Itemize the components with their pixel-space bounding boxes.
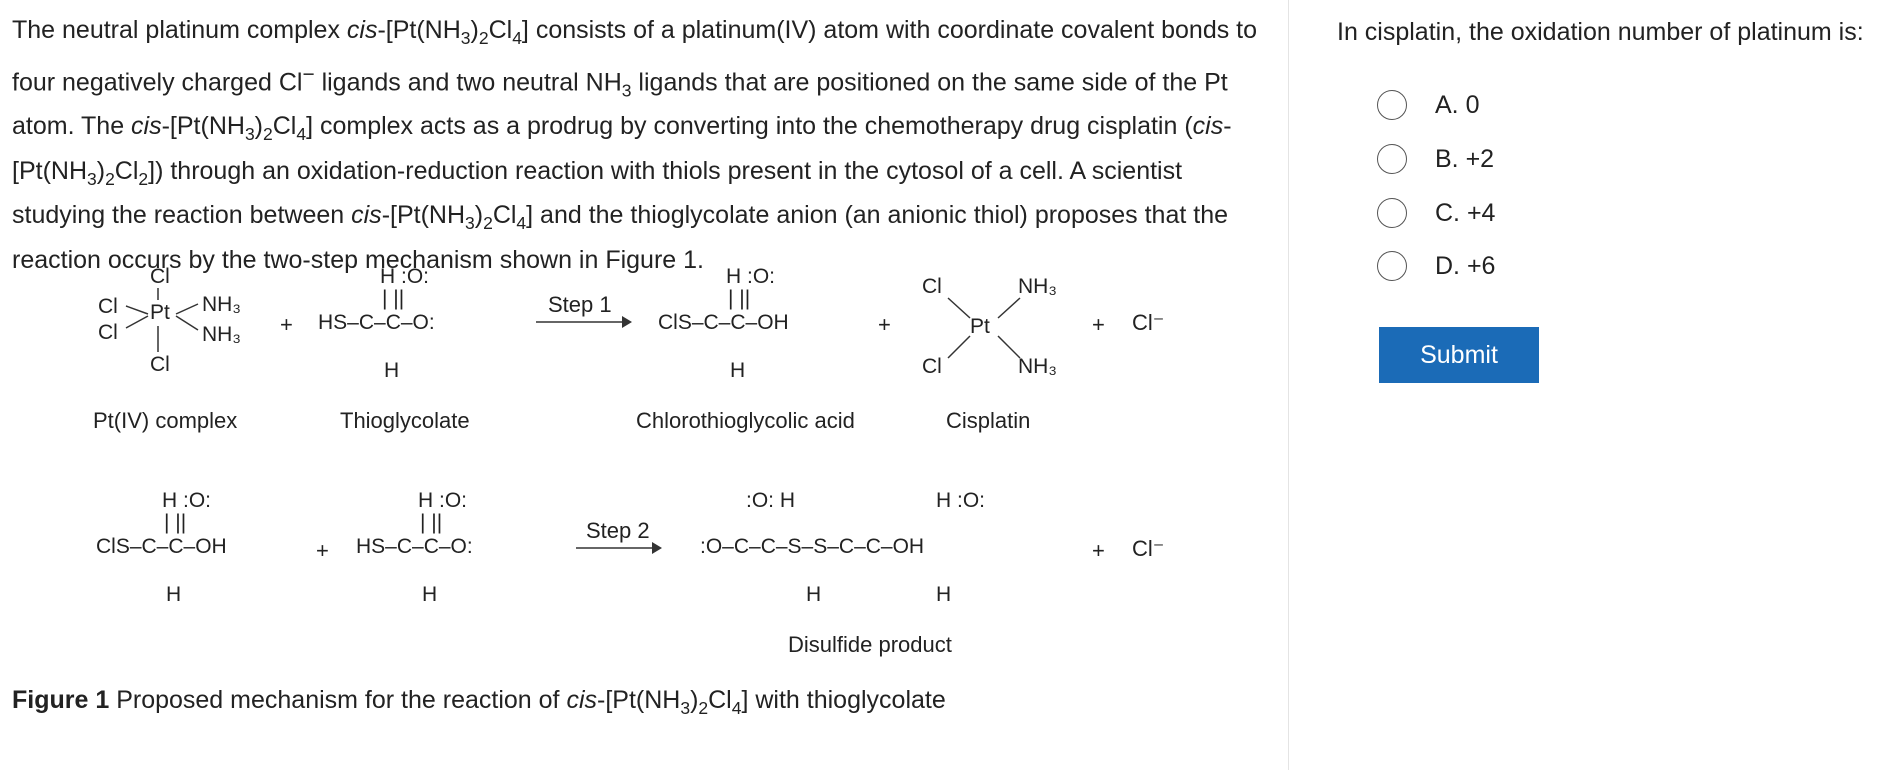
option-d[interactable]: D. +6	[1377, 251, 1495, 281]
passage-paragraph: The neutral platinum complex cis-[Pt(NH3…	[12, 16, 1258, 274]
plus-sign: +	[878, 312, 891, 337]
chloride-ion: Cl⁻	[1132, 310, 1165, 335]
passage-pane: The neutral platinum complex cis-[Pt(NH3…	[12, 0, 1289, 770]
cisplatin-bonds	[947, 297, 1021, 359]
option-c[interactable]: C. +4	[1377, 198, 1495, 228]
chlorothioglycolic-acid-structure: H :O: | || ClS–C–C–OH H	[658, 265, 789, 382]
caption-cisplatin: Cisplatin	[946, 408, 1031, 433]
plus-sign: +	[1092, 312, 1105, 337]
pt-complex-bonds	[125, 288, 199, 352]
pt-complex-structure: Cl Cl Pt Cl Cl NH₃ NH₃	[98, 266, 258, 386]
caption-thioglycolate: Thioglycolate	[340, 408, 470, 433]
step1-label: Step 1	[548, 292, 612, 317]
chloride-ion: Cl⁻	[1132, 536, 1165, 561]
caption-chlorothioglycolic-acid: Chlorothioglycolic acid	[636, 408, 855, 433]
thioglycolate-reactant-structure: H :O: | || HS–C–C–O: H	[356, 489, 473, 606]
question-prompt: In cisplatin, the oxidation number of pl…	[1337, 18, 1864, 46]
radio-button[interactable]	[1377, 90, 1407, 120]
caption-disulfide-product: Disulfide product	[788, 632, 952, 657]
disulfide-product-structure: :O: H H :O: :O–C–C–S–S–C–C–OH H H	[700, 489, 986, 606]
step2-arrow-icon	[576, 542, 662, 554]
plus-sign: +	[1092, 538, 1105, 563]
option-label: D. +6	[1435, 251, 1496, 280]
option-label: A. 0	[1435, 90, 1480, 119]
option-label: C. +4	[1435, 198, 1496, 227]
option-a[interactable]: A. 0	[1377, 90, 1479, 120]
step1-arrow-icon	[536, 316, 632, 328]
option-b[interactable]: B. +2	[1377, 144, 1494, 174]
figure-title: Figure 1 Proposed mechanism for the reac…	[12, 686, 946, 718]
passage-text: The neutral platinum complex cis-[Pt(NH3…	[12, 12, 1272, 278]
plus-sign: +	[280, 312, 293, 337]
cisplatin-structure: Cl NH₃ Pt Cl NH₃	[922, 272, 1072, 382]
radio-button[interactable]	[1377, 144, 1407, 174]
submit-button[interactable]: Submit	[1379, 327, 1539, 383]
caption-pt-complex: Pt(IV) complex	[93, 408, 238, 433]
option-label: B. +2	[1435, 144, 1495, 173]
step2-label: Step 2	[586, 518, 650, 543]
thioglycolate-structure: H :O: | || HS–C–C–O: H	[318, 265, 435, 382]
plus-sign: +	[316, 538, 329, 563]
chlorothioglycolic-acid-reactant-structure: H :O: | || ClS–C–C–OH H	[96, 489, 227, 606]
radio-button[interactable]	[1377, 198, 1407, 228]
radio-button[interactable]	[1377, 251, 1407, 281]
question-pane: In cisplatin, the oxidation number of pl…	[1289, 0, 1879, 770]
